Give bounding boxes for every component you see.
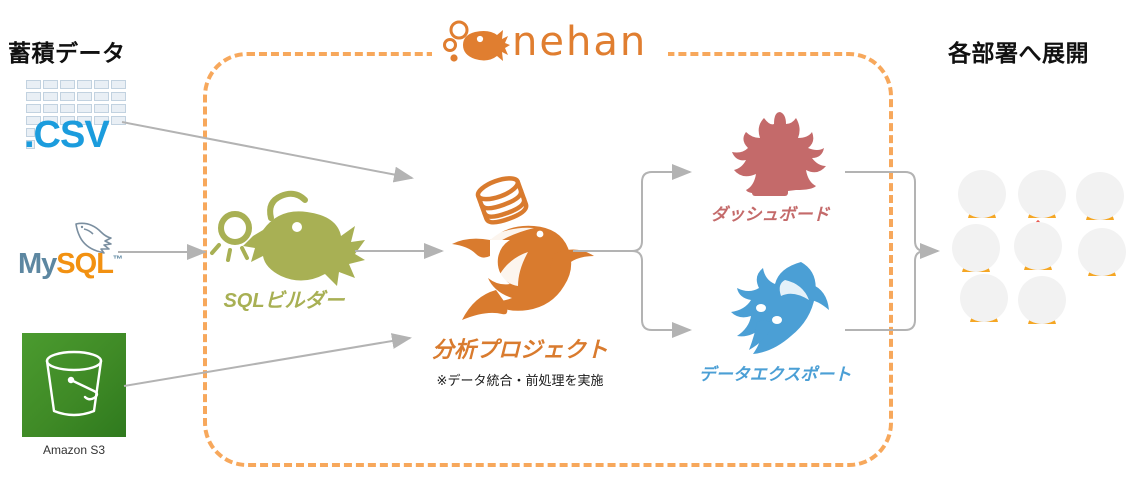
source-csv: .CSV	[18, 80, 136, 170]
brand-name: nehan	[512, 19, 648, 65]
s3-bucket-icon	[45, 350, 103, 417]
heading-deploy-to-departments: 各部署へ展開	[948, 40, 1089, 66]
avatar	[1078, 228, 1126, 276]
mysql-label-sql: SQL	[56, 248, 114, 280]
source-mysql: MySQL™	[16, 222, 138, 294]
node-dashboard: ダッシュボード	[690, 112, 850, 225]
source-amazon-s3: Amazon S3	[22, 333, 126, 461]
anglerfish-icon	[210, 190, 365, 286]
mysql-label-my: My	[18, 248, 57, 280]
avatar	[1014, 220, 1062, 270]
s3-label: Amazon S3	[42, 443, 106, 457]
mysql-wordmark: MySQL™	[18, 248, 123, 281]
mysql-dolphin-icon	[75, 222, 112, 254]
pufferfish-bubbles-logo-icon	[443, 20, 510, 62]
avatar	[1076, 172, 1124, 220]
mysql-trademark: ™	[112, 254, 123, 266]
avatar	[960, 274, 1008, 322]
avatar	[1018, 170, 1066, 218]
nehan-logo: nehan	[440, 18, 660, 70]
avatar	[1018, 276, 1066, 324]
node-analysis-project-label: 分析プロジェクト	[431, 337, 608, 362]
node-analysis-project: 分析プロジェクト ※データ統合・前処理を実施	[405, 176, 635, 389]
node-data-export: データエクスポート	[690, 258, 860, 385]
dolphin-database-icon	[452, 176, 594, 320]
coral-icon	[732, 112, 826, 196]
node-data-export-label: データエクスポート	[698, 365, 852, 384]
s3-tile	[22, 333, 126, 437]
avatar	[958, 170, 1006, 218]
node-analysis-project-note: ※データ統合・前処理を実施	[436, 373, 604, 388]
csv-label: .CSV	[24, 114, 110, 156]
user-avatar-group	[952, 170, 1130, 324]
node-sql-builder: SQLビルダー	[196, 190, 372, 313]
node-sql-builder-label: SQLビルダー	[223, 290, 345, 312]
node-dashboard-label: ダッシュボード	[710, 205, 830, 224]
squid-icon	[731, 262, 829, 354]
heading-accumulated-data: 蓄積データ	[8, 40, 126, 66]
avatar	[952, 224, 1000, 272]
